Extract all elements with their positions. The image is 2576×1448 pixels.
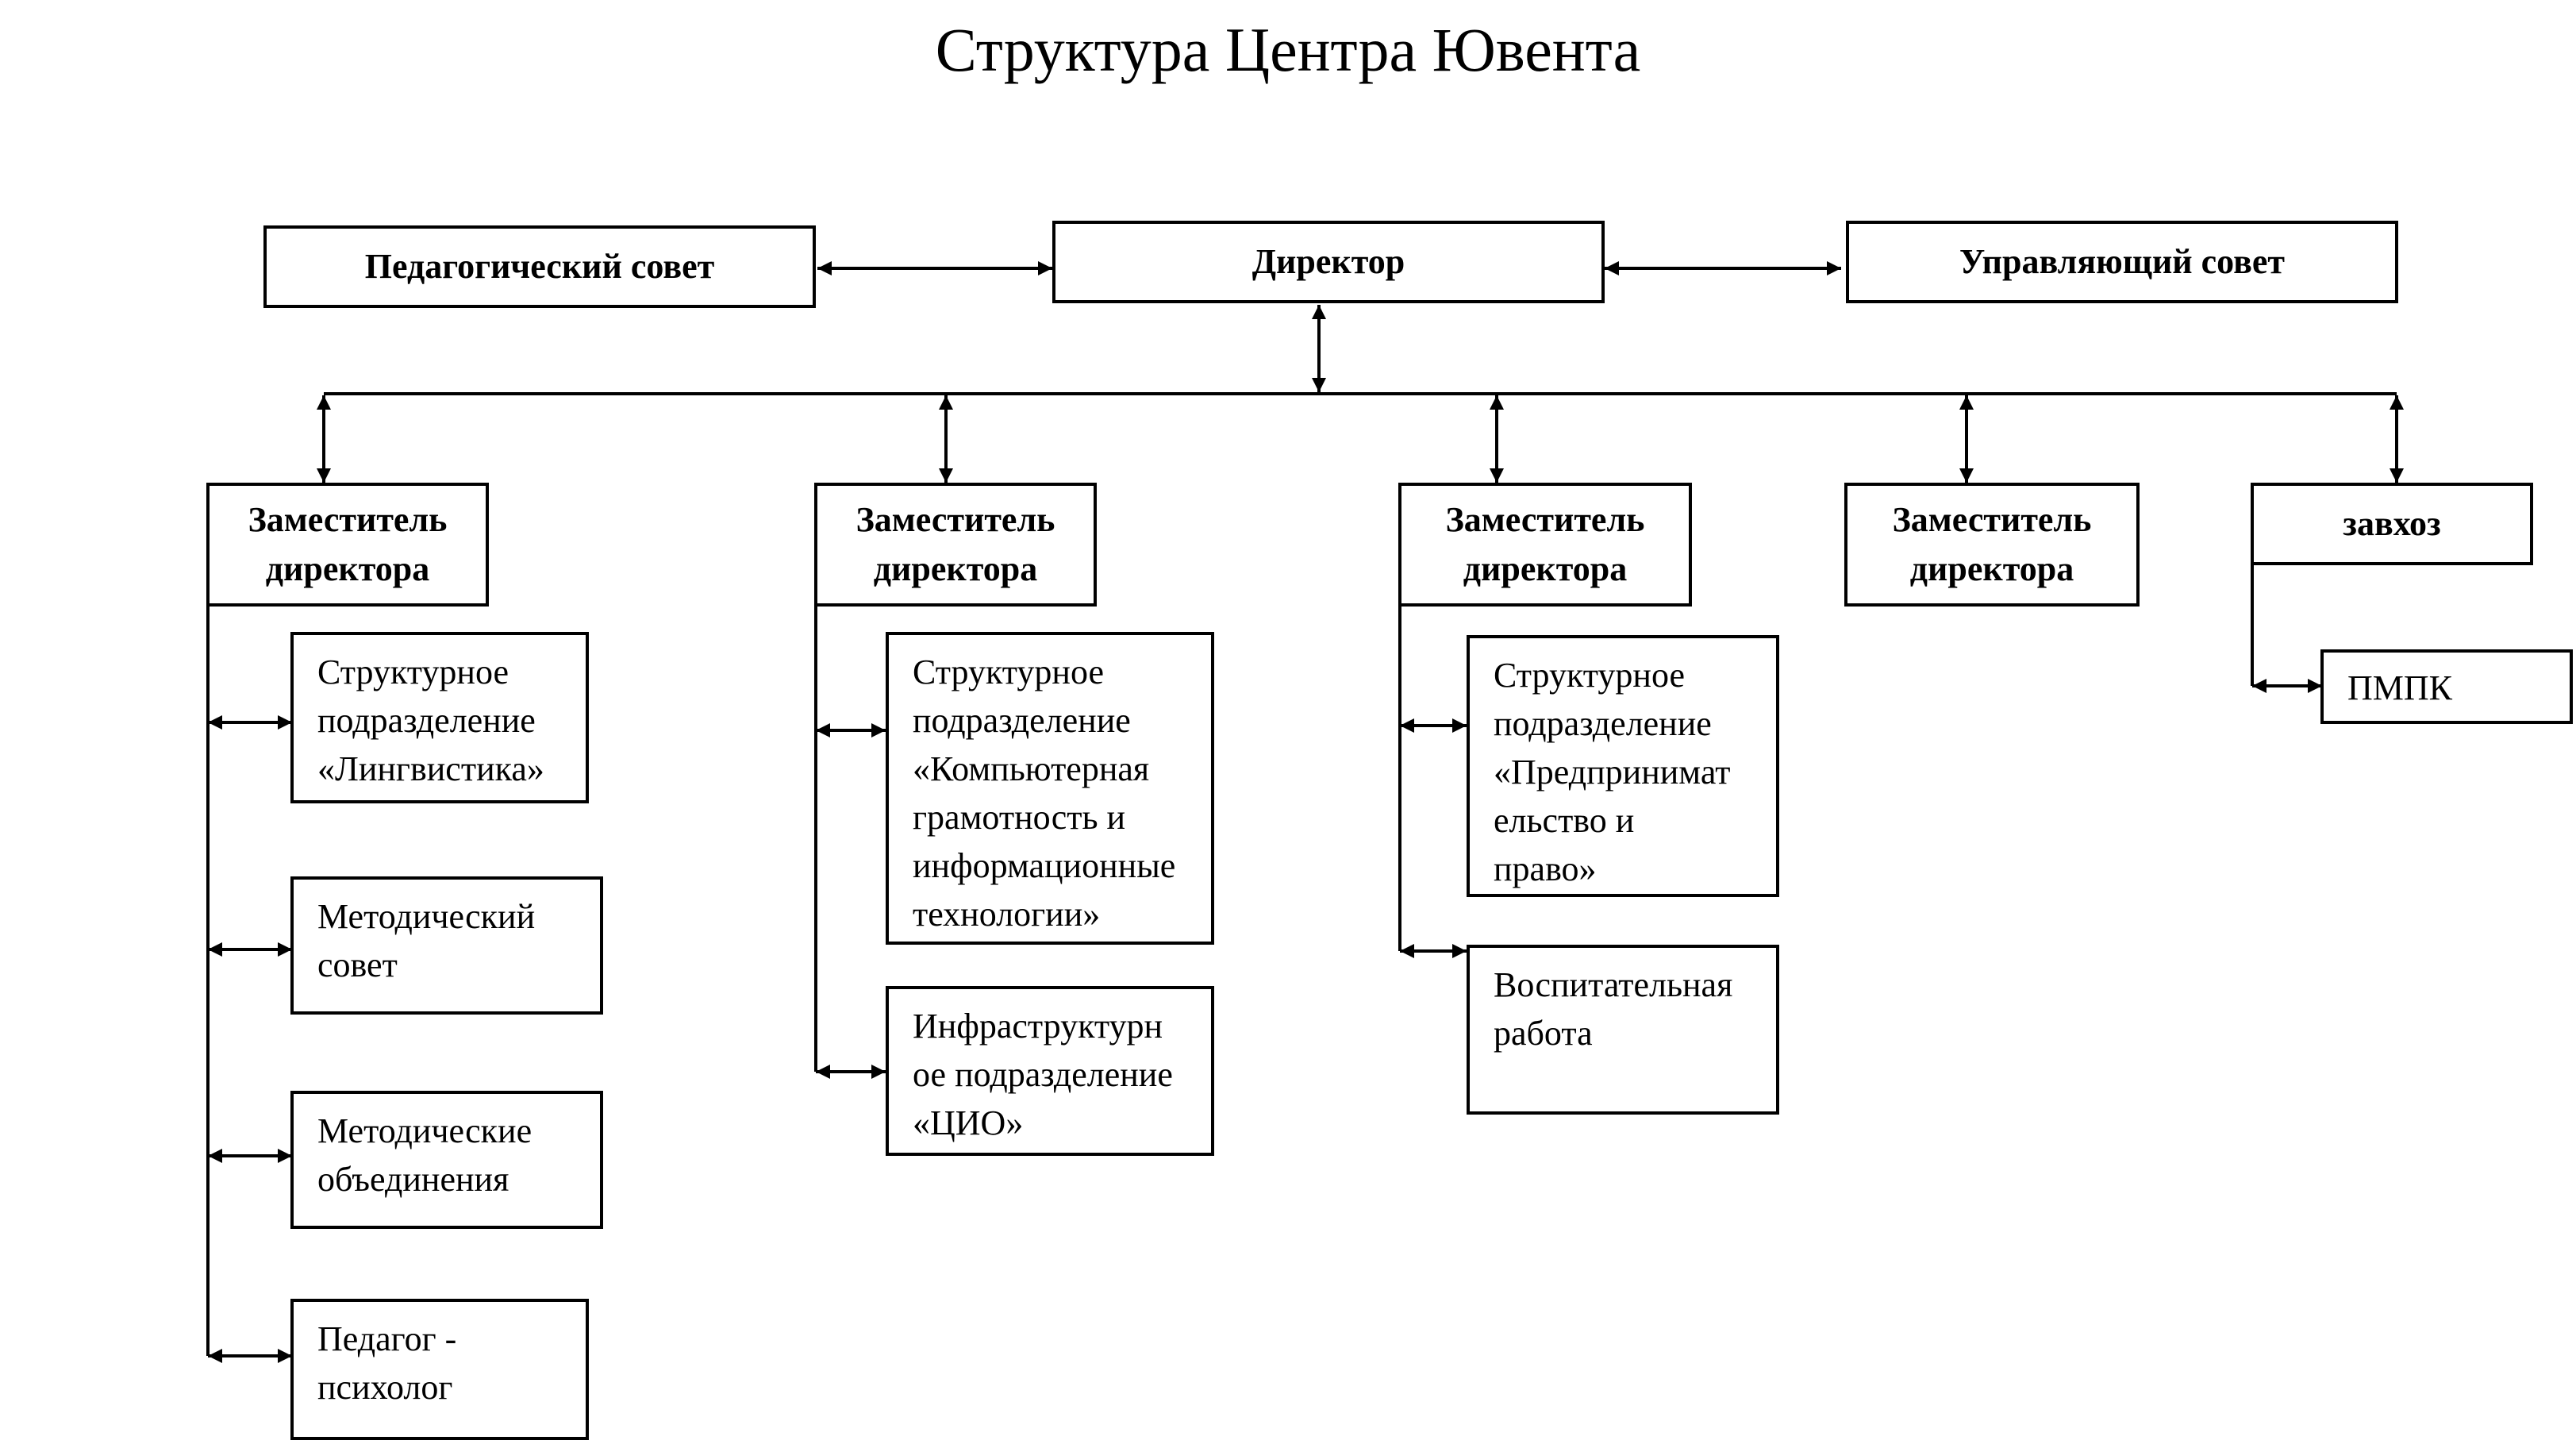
unit-box-entrepreneurship: Структурное подразделение «Предпринимат … xyxy=(1467,635,1779,897)
unit-box-method-associations: Методические объединения xyxy=(290,1091,603,1229)
ped-council-box: Педагогический совет xyxy=(263,225,816,308)
unit-box-cio: Инфраструктурн ое подразделение «ЦИО» xyxy=(886,986,1214,1156)
deputy-director-box-1: Заместитель директора xyxy=(206,483,489,607)
unit-box-linguistics: Структурное подразделение «Лингвистика» xyxy=(290,632,589,803)
diagram-title: Структура Центра Ювента xyxy=(935,15,1641,84)
unit-box-computer-literacy: Структурное подразделение «Компьютерная … xyxy=(886,632,1214,945)
deputy-3-label: Заместитель директора xyxy=(1445,500,1645,588)
deputy-director-box-3: Заместитель директора xyxy=(1398,483,1692,607)
unit-box-psychologist: Педагог - психолог xyxy=(290,1299,589,1440)
deputy-director-box-4: Заместитель директора xyxy=(1844,483,2140,607)
deputy-1-label: Заместитель директора xyxy=(248,500,448,588)
deputy-director-box-2: Заместитель директора xyxy=(814,483,1097,607)
deputy-4-label: Заместитель директора xyxy=(1892,500,2092,588)
unit-box-upbringing: Воспитательная работа xyxy=(1467,945,1779,1115)
supply-manager-box: завхоз xyxy=(2251,483,2533,565)
unit-box-method-council: Методический совет xyxy=(290,876,603,1015)
director-box: Директор xyxy=(1052,221,1605,303)
governing-council-box: Управляющий совет xyxy=(1846,221,2398,303)
unit-box-pmpk: ПМПК xyxy=(2320,649,2573,724)
deputy-2-label: Заместитель директора xyxy=(855,500,1055,588)
